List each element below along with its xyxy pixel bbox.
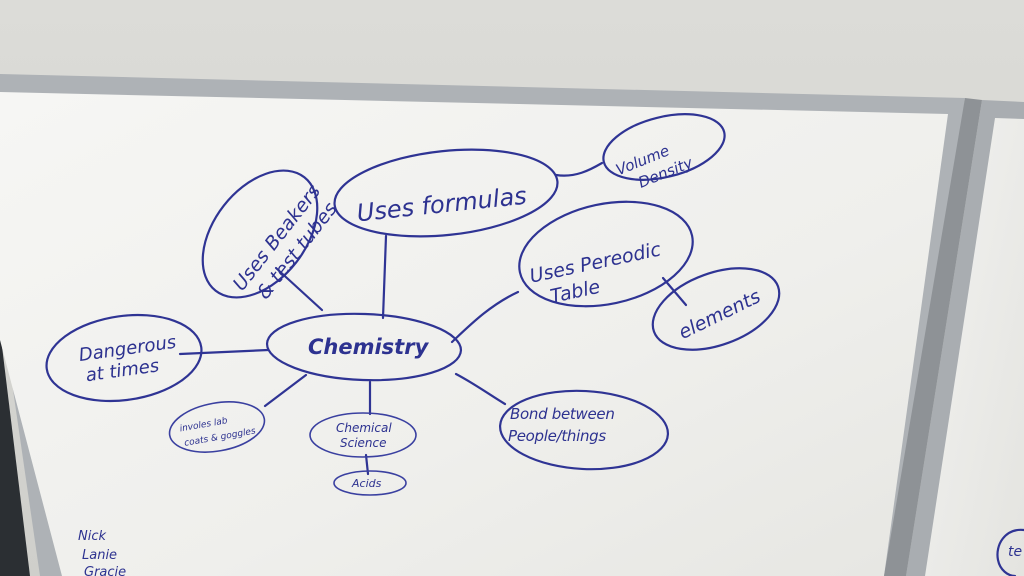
- node-chemical-science: Chemical Science: [309, 412, 417, 458]
- node-chemistry: Chemistry: [265, 312, 463, 382]
- name-nick: Nick: [78, 529, 106, 544]
- node-chemical-label: Chemical: [336, 421, 392, 435]
- name-lanie: Lanie: [82, 548, 117, 563]
- node-bond-label-2: People/things: [508, 427, 606, 445]
- connectors: [178, 161, 688, 476]
- board-surface: [0, 92, 948, 576]
- name-gracie: Gracie: [84, 565, 126, 576]
- node-bond-between: Bond between People/things: [498, 389, 670, 471]
- node-acids: Acids: [333, 470, 407, 496]
- student-names: Nick Lanie Gracie: [78, 529, 126, 576]
- node-acids-label: Acids: [351, 477, 382, 490]
- node-bond-label-1: Bond between: [510, 405, 615, 423]
- left-shadow: [0, 330, 30, 576]
- partial-circle-doodle: [996, 528, 1024, 576]
- node-chemistry-label: Chemistry: [308, 335, 430, 359]
- node-science-label: Science: [340, 436, 387, 450]
- partial-doodle-text: te: [1008, 544, 1022, 560]
- board-gap: [884, 98, 982, 576]
- second-board-surface: [925, 118, 1024, 576]
